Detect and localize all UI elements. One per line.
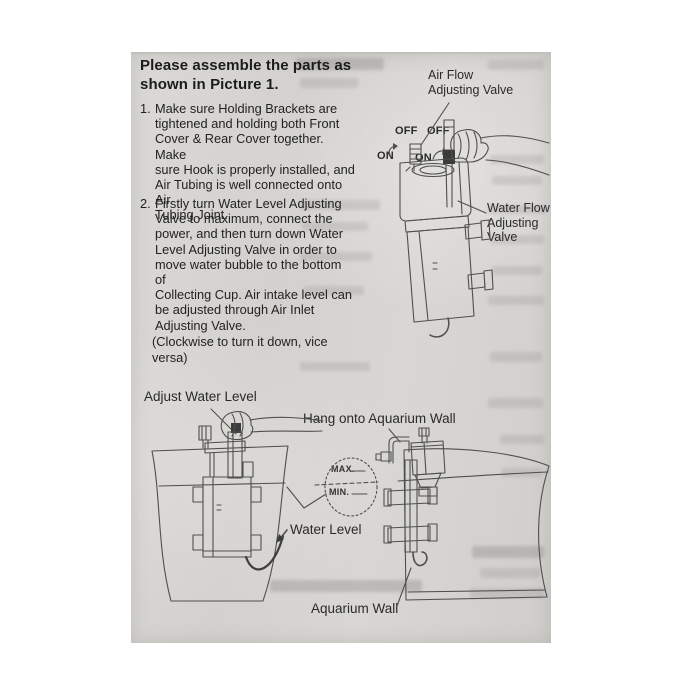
bleedthrough-smudge: [296, 58, 384, 70]
off-label-left: OFF: [395, 125, 418, 137]
bleedthrough-smudge: [500, 435, 544, 444]
item-number: 1.: [140, 101, 151, 116]
item-number: 2.: [140, 196, 151, 211]
hook: [376, 437, 409, 463]
outlet-tube: [413, 552, 427, 566]
bleedthrough-smudge: [492, 176, 542, 185]
power-cable: [430, 318, 449, 337]
mount-column: [384, 460, 437, 552]
arm-lines: [481, 136, 549, 175]
holding-bracket-lower: [468, 270, 493, 290]
bleedthrough-smudge: [488, 398, 543, 408]
callout-water-dashes: [315, 482, 378, 485]
collecting-cup: [411, 441, 445, 496]
callout-pointer-lines: [287, 487, 326, 508]
page-title: Please assemble the parts as shown in Pi…: [140, 57, 352, 93]
instruction-item-1: 1. Make sure Holding Brackets are tighte…: [140, 101, 355, 223]
bleedthrough-smudge: [492, 266, 542, 275]
aquarium-glass: [152, 446, 288, 601]
water-level-adjusting-valve: [199, 426, 253, 478]
item-text: Firstly turn Water Level Adjusting Valve…: [155, 196, 353, 333]
bleedthrough-smudge: [488, 296, 544, 305]
air-tubing: [443, 120, 455, 207]
water-flow-valve-label: Water Flow Adjusting Valve: [487, 201, 550, 244]
water-line-side: [398, 472, 548, 481]
adjust-water-level-label: Adjust Water Level: [144, 389, 257, 404]
filter-body: [407, 220, 493, 337]
bleedthrough-smudge: [480, 568, 540, 578]
water-flow-leader-line: [458, 201, 486, 213]
bleedthrough-smudge: [470, 588, 544, 598]
power-cable-front: [246, 536, 283, 569]
hang-leader-line: [389, 429, 400, 442]
paper-scan-area: [131, 52, 551, 643]
filter-body-front: [193, 477, 261, 557]
bleedthrough-smudge: [300, 200, 380, 210]
aquarium-wall-label: Aquarium Wall: [311, 601, 399, 616]
holding-bracket-upper: [465, 220, 490, 240]
bleedthrough-smudge: [300, 78, 358, 88]
air-flow-adjusting-valve: [406, 144, 421, 171]
clockwise-note: (Clockwise to turn it down, vice versa): [152, 334, 328, 365]
max-min-callout: [287, 458, 378, 516]
bleedthrough-smudge: [488, 205, 546, 214]
bleedthrough-smudge: [502, 468, 542, 477]
water-level-arrowhead: [276, 534, 284, 543]
bleedthrough-smudge: [490, 235, 544, 244]
bleedthrough-smudge: [300, 252, 372, 261]
bleedthrough-smudge: [472, 546, 544, 558]
aquarium-front-view-diagram: [152, 409, 323, 601]
min-label: MIN.: [329, 487, 350, 497]
valve-arrowhead-left: [393, 143, 398, 150]
adjusting-screw: [419, 428, 429, 443]
aquarium-wall-panel: [404, 449, 549, 600]
filter-unit-diagram: [389, 103, 549, 337]
hand-holding-tube: [451, 130, 549, 175]
water-line-front: [159, 483, 285, 486]
wall-side-view-diagram: [376, 428, 549, 606]
bleedthrough-smudge: [270, 580, 422, 592]
bleedthrough-smudge: [304, 286, 364, 295]
bleedthrough-smudge: [490, 352, 542, 362]
bleedthrough-smudge: [300, 362, 370, 371]
bleedthrough-smudge: [302, 222, 368, 231]
bleedthrough-smudge: [488, 60, 544, 70]
air-flow-valve-label: Air Flow Adjusting Valve: [428, 68, 514, 97]
instruction-item-2: 2. Firstly turn Water Level Adjusting Va…: [140, 196, 355, 333]
valve-arrow-right: [433, 151, 444, 159]
item-text: Make sure Holding Brackets are tightened…: [155, 101, 355, 223]
air-flow-leader-line: [421, 103, 449, 145]
bleedthrough-smudge: [490, 155, 544, 164]
max-label: MAX.: [331, 464, 355, 474]
aquarium-wall-leader-line: [397, 568, 411, 606]
hand-adjusting-knob: [221, 412, 323, 440]
water-level-label: Water Level: [290, 522, 362, 537]
hang-onto-wall-label: Hang onto Aquarium Wall: [303, 411, 456, 426]
motor-head: [400, 158, 471, 232]
